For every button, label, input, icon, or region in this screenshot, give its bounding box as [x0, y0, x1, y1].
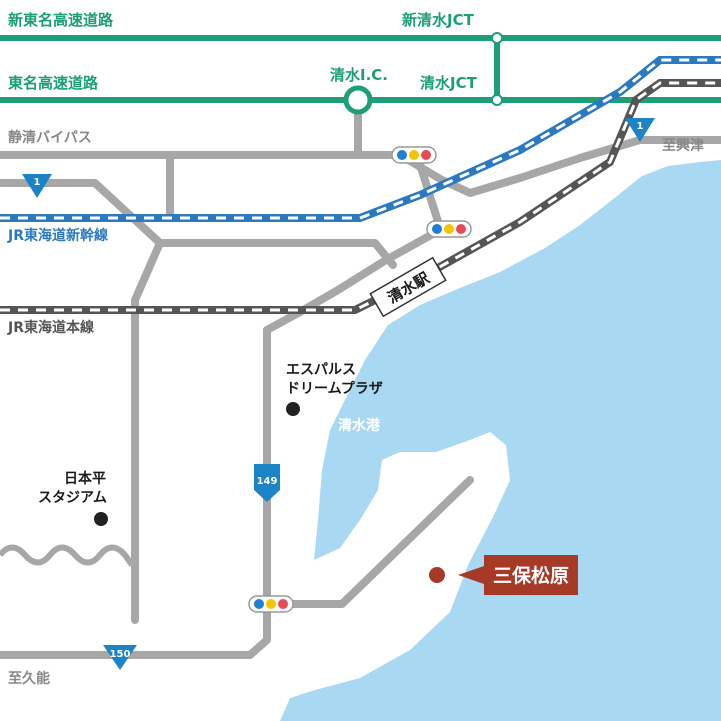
jr-main-line — [0, 79, 721, 314]
shin-tomei-label: 新東名高速道路 — [8, 11, 114, 29]
shimizu-ic-label: 清水I.C. — [330, 66, 388, 84]
interchange-circle-icon — [343, 85, 373, 115]
svg-text:三保松原: 三保松原 — [493, 564, 569, 587]
traffic-signal-icon — [426, 220, 472, 238]
svg-text:1: 1 — [34, 177, 41, 188]
tomei-label: 東名高速道路 — [8, 74, 99, 92]
svg-text:1: 1 — [637, 121, 644, 132]
nihondaira-label: 日本平 — [64, 470, 106, 487]
nihondaira-label-2: スタジアム — [38, 490, 107, 506]
harbor-label: 清水港 — [338, 417, 381, 434]
svg-text:150: 150 — [110, 649, 131, 660]
shinkansen-line — [0, 56, 721, 222]
route-shield-icon: 150 — [103, 645, 137, 670]
destination-callout: 三保松原 — [458, 555, 578, 595]
shin-shimizu-jct-node — [491, 32, 503, 44]
sea-area — [280, 160, 721, 721]
svg-text:149: 149 — [257, 476, 278, 487]
to-kunou-label: 至久能 — [8, 670, 50, 687]
main-line-label: JR東海道本線 — [7, 319, 94, 336]
route-shield-icon: 149 — [254, 464, 280, 502]
traffic-signal-icon — [391, 146, 437, 164]
shinkansen-label: JR東海道新幹線 — [7, 227, 108, 244]
to-okitsu-label: 至興津 — [662, 137, 704, 154]
hill-contour — [0, 544, 135, 567]
shimizu-jct-node — [491, 94, 503, 106]
poi-dot-icon — [94, 512, 108, 526]
traffic-signal-icon — [248, 595, 294, 613]
seishin-bypass-label: 静清バイパス — [8, 129, 92, 146]
shimizu-jct-label: 清水JCT — [420, 74, 478, 92]
espulse-label-2: ドリームプラザ — [286, 381, 383, 397]
destination-marker — [429, 567, 445, 583]
route-shield-icon: 1 — [625, 118, 655, 142]
poi-dot-icon — [286, 402, 300, 416]
pointer-arrow-icon — [458, 566, 484, 584]
shin-shimizu-jct-label: 新清水JCT — [402, 11, 475, 29]
route-shield-icon: 1 — [22, 174, 52, 198]
espulse-label: エスパルス — [286, 362, 356, 378]
